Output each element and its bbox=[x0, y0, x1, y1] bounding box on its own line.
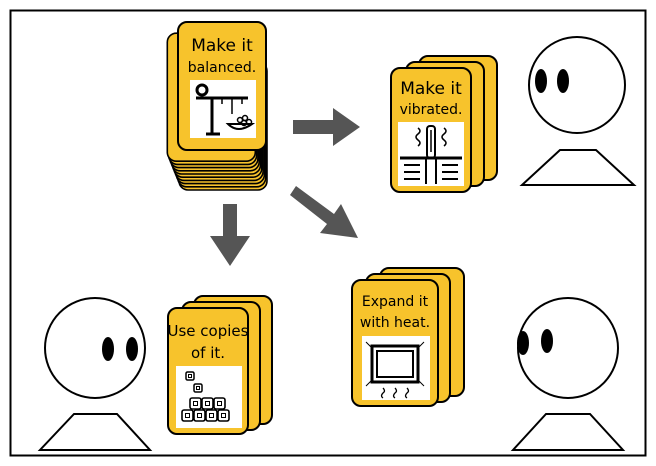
card-heat-line1: Expand it bbox=[362, 294, 429, 310]
block-inner-icon bbox=[193, 401, 198, 406]
block-icon bbox=[189, 397, 202, 410]
person-bottom-left bbox=[37, 297, 153, 451]
eye-right-icon bbox=[541, 329, 553, 353]
thermal-expansion-icon bbox=[362, 336, 430, 400]
crane-scale-icon bbox=[190, 80, 256, 138]
card-copies[interactable]: Use copies of it. bbox=[167, 295, 273, 435]
block-inner-icon bbox=[205, 401, 210, 406]
block-icon bbox=[181, 409, 194, 422]
person-top-right bbox=[519, 36, 637, 186]
card-vibrate-line2: vibrated. bbox=[400, 102, 463, 118]
vibration-icon bbox=[398, 122, 464, 186]
arrow-right bbox=[293, 108, 360, 146]
block-icon bbox=[201, 397, 214, 410]
block-inner-icon bbox=[197, 413, 202, 418]
arrow-down bbox=[210, 204, 250, 266]
card-balance-line2: balanced. bbox=[188, 60, 256, 76]
eye-left-icon bbox=[517, 331, 529, 355]
block-inner-icon bbox=[185, 413, 190, 418]
block-inner-icon bbox=[217, 401, 222, 406]
card-stack-balance[interactable]: Make it balanced. bbox=[166, 21, 268, 191]
person-bottom-right bbox=[510, 297, 626, 451]
block-icon bbox=[205, 409, 218, 422]
card-vibrate[interactable]: Make it vibrated. bbox=[390, 55, 498, 193]
eye-left-icon bbox=[102, 337, 114, 361]
stacked-blocks-icon bbox=[176, 366, 242, 428]
block-inner-icon bbox=[209, 413, 214, 418]
block-icon bbox=[193, 409, 206, 422]
card-balance-line1: Make it bbox=[191, 36, 253, 56]
card-heat[interactable]: Expand it with heat. bbox=[351, 267, 465, 407]
eye-right-icon bbox=[557, 69, 569, 93]
block-inner-icon bbox=[221, 413, 226, 418]
block-icon bbox=[217, 409, 230, 422]
card-heat-line2: with heat. bbox=[360, 315, 430, 331]
card-copies-line1: Use copies bbox=[168, 322, 249, 340]
eye-left-icon bbox=[535, 69, 547, 93]
eye-right-icon bbox=[126, 337, 138, 361]
arrow-diagonal bbox=[290, 186, 358, 238]
card-copies-line2: of it. bbox=[191, 344, 225, 362]
block-icon bbox=[213, 397, 226, 410]
card-vibrate-line1: Make it bbox=[400, 79, 462, 99]
